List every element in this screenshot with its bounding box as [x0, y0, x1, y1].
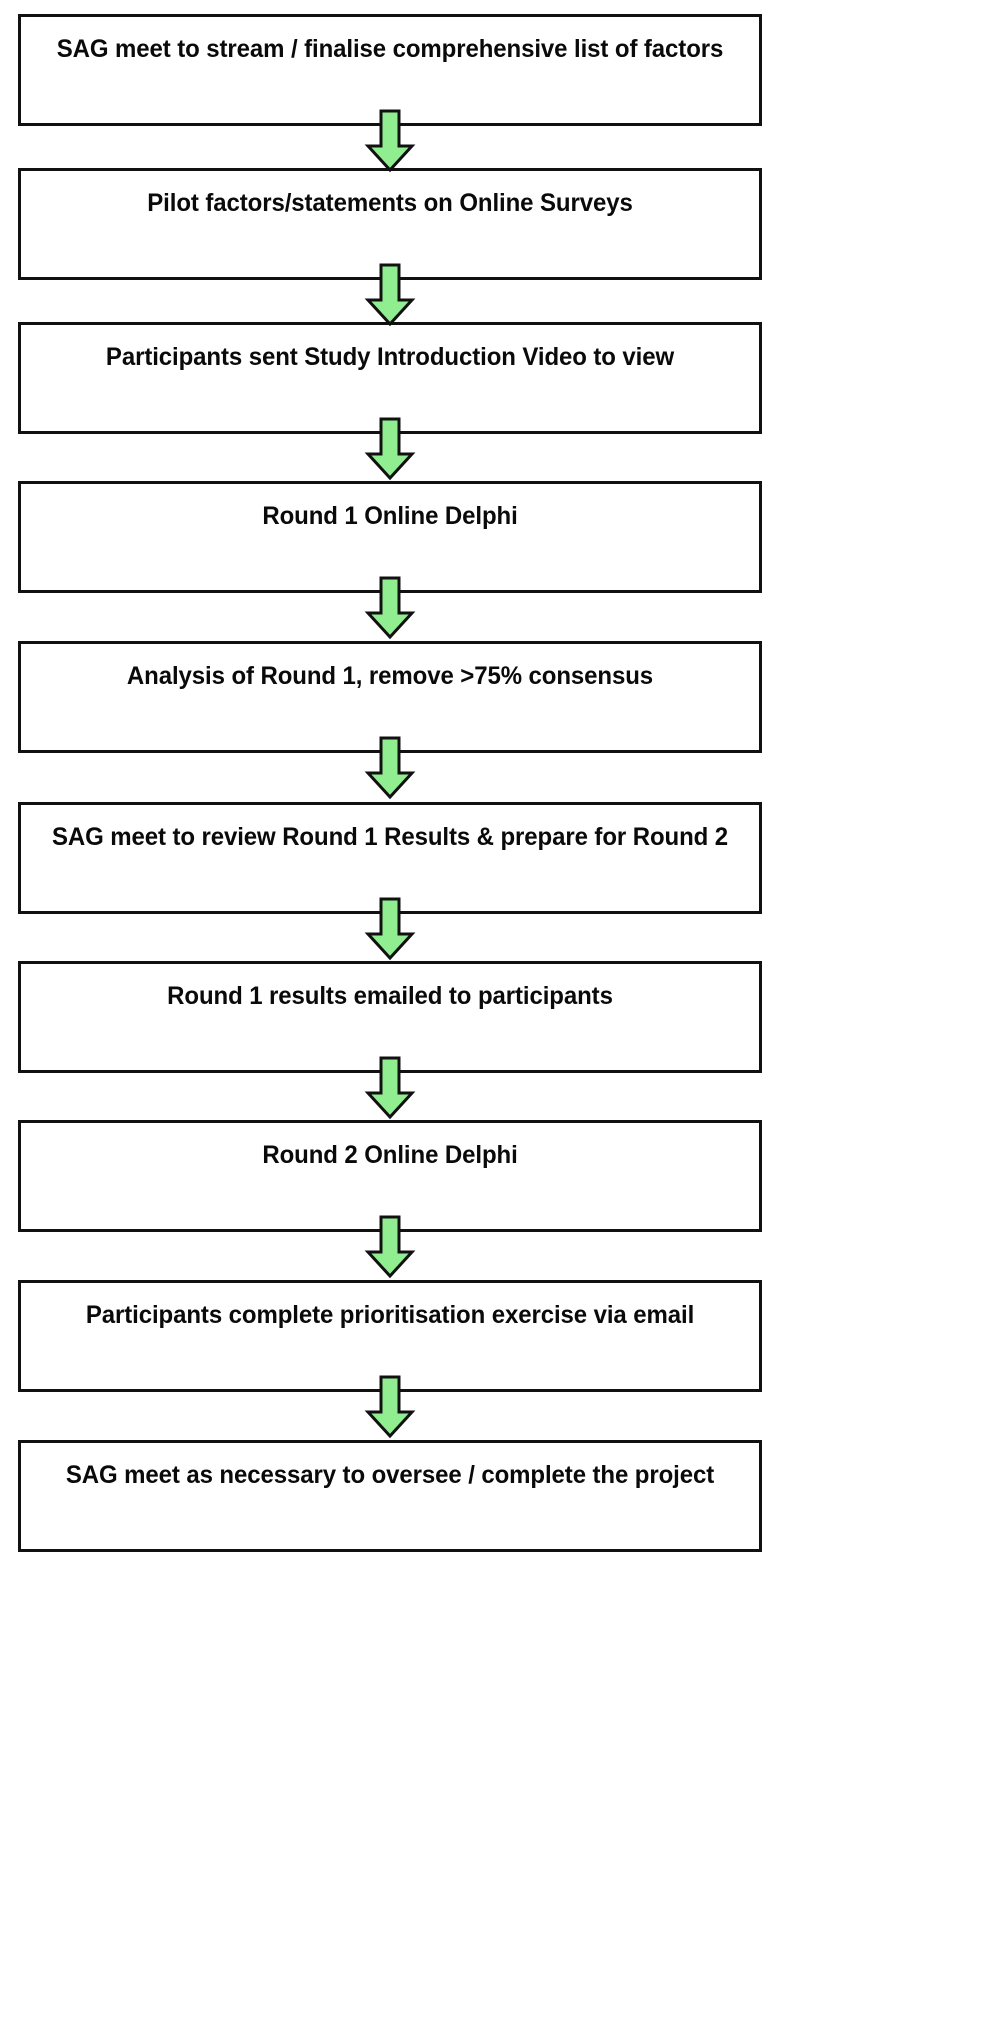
- down-arrow-icon: [364, 897, 416, 961]
- flowchart-node-label: Participants complete prioritisation exe…: [85, 1301, 695, 1329]
- flowchart-node-label: SAG meet as necessary to oversee / compl…: [65, 1461, 715, 1489]
- down-arrow-icon: [364, 736, 416, 800]
- flowchart-node-label: SAG meet to stream / finalise comprehens…: [56, 35, 724, 63]
- down-arrow-icon: [364, 263, 416, 327]
- flowchart-node-step-7: Round 1 results emailed to participants: [18, 961, 762, 1073]
- flowchart-node-label: Analysis of Round 1, remove >75% consens…: [126, 662, 654, 690]
- flowchart-node-step-5: Analysis of Round 1, remove >75% consens…: [18, 641, 762, 753]
- down-arrow-icon: [364, 1056, 416, 1120]
- flowchart-node-label: Participants sent Study Introduction Vid…: [105, 343, 675, 371]
- down-arrow-icon: [364, 109, 416, 173]
- flowchart-node-label: Round 1 results emailed to participants: [167, 982, 613, 1010]
- flowchart-node-step-9: Participants complete prioritisation exe…: [18, 1280, 762, 1392]
- flowchart-node-label: SAG meet to review Round 1 Results & pre…: [51, 823, 729, 851]
- flowchart-node-step-3: Participants sent Study Introduction Vid…: [18, 322, 762, 434]
- down-arrow-icon: [364, 576, 416, 640]
- down-arrow-icon: [364, 1375, 416, 1439]
- flowchart-node-step-1: SAG meet to stream / finalise comprehens…: [18, 14, 762, 126]
- down-arrow-icon: [364, 417, 416, 481]
- flowchart-node-label: Pilot factors/statements on Online Surve…: [147, 189, 633, 217]
- down-arrow-icon: [364, 1215, 416, 1279]
- flowchart-node-label: Round 1 Online Delphi: [262, 502, 518, 530]
- flowchart-node-step-6: SAG meet to review Round 1 Results & pre…: [18, 802, 762, 914]
- flowchart-node-step-10: SAG meet as necessary to oversee / compl…: [18, 1440, 762, 1552]
- flowchart-node-label: Round 2 Online Delphi: [262, 1141, 518, 1169]
- flowchart-node-step-8: Round 2 Online Delphi: [18, 1120, 762, 1232]
- flowchart-node-step-4: Round 1 Online Delphi: [18, 481, 762, 593]
